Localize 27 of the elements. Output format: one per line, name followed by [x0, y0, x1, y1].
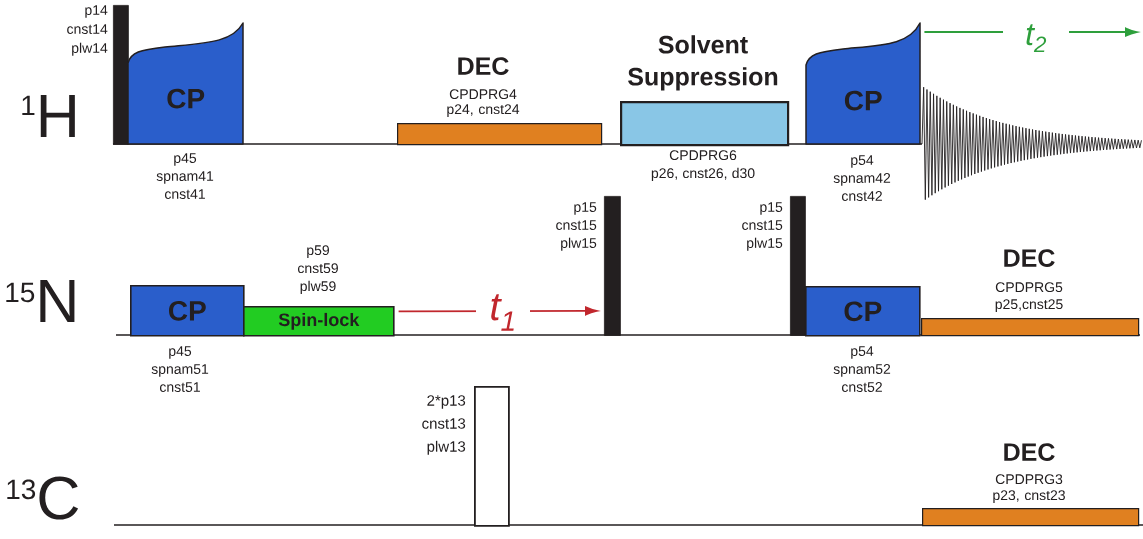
parameter-list: p15 cnst15 plw15 [742, 202, 783, 251]
ramped-pulse: CP [805, 22, 921, 145]
channel-label: $^{15}$N [6, 280, 75, 322]
ramped-pulse: CP [127, 22, 244, 145]
channel-label: $^{1}$H [22, 95, 75, 137]
parameter-list: 2*p13 cnst13 plw13 [422, 395, 466, 455]
edge-label: t$_{2}$ [1026, 24, 1047, 53]
edge-label: t$_{1}$ [491, 294, 514, 331]
parameter-list: CPDPRG3 p23, cnst23 [993, 474, 1065, 503]
parameter-list: p45 spnam51 cnst51 [151, 346, 209, 392]
block-title: DEC [458, 57, 509, 75]
parameter-list: p14 cnst14 plw14 [67, 5, 108, 56]
parameter-list: p59 cnst59 plw59 [298, 245, 338, 294]
block-title: DEC [1004, 443, 1055, 461]
parameter-list: p54 spnam42 cnst42 [833, 155, 891, 201]
pulse-block: Spin-lock [243, 306, 395, 337]
pulse-block: CP [130, 285, 245, 337]
block-title: DEC [1004, 249, 1055, 267]
parameter-list: CPDPRG5 p25,cnst25 [995, 282, 1063, 312]
block-title: Solvent Suppression [628, 35, 778, 91]
pulse-block: CP [805, 286, 921, 337]
parameter-list: CPDPRG4 p24, cnst24 [447, 89, 520, 117]
parameter-list: CPDPRG6 p26, cnst26, d30 [651, 150, 755, 181]
parameter-list: p54 spnam52 cnst52 [833, 346, 891, 392]
channel-label: $^{13}$C [7, 476, 79, 520]
parameter-list: p45 spnam41 cnst41 [156, 153, 214, 199]
parameter-list: p15 cnst15 plw15 [556, 202, 597, 251]
